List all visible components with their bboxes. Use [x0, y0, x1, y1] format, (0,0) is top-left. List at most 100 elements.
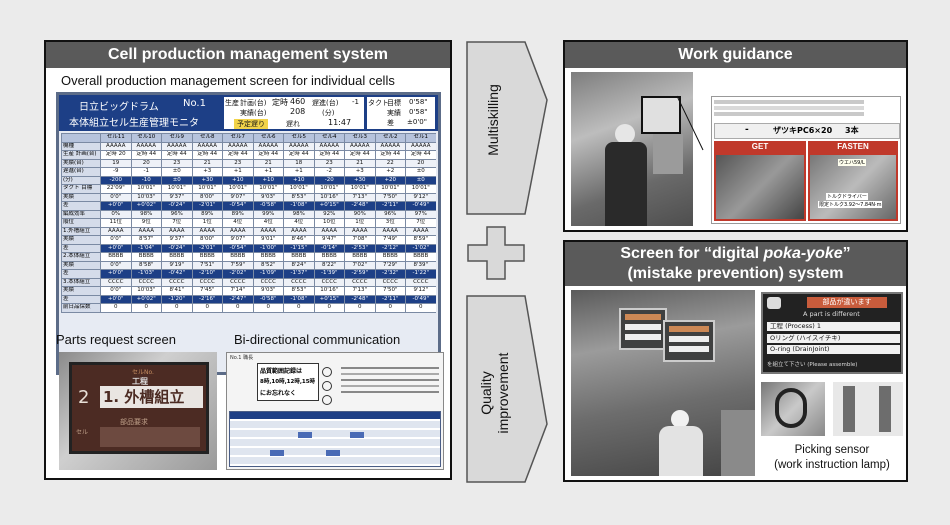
quality-line1: Quality	[478, 371, 494, 415]
table-cell: BBBB	[374, 252, 406, 262]
table-cell: 定時 44	[374, 150, 406, 160]
table-cell: AAAAA	[252, 141, 284, 151]
table-cell: 8'39"	[405, 260, 436, 270]
table-cell: 4位	[222, 218, 254, 228]
guidance-part-row: - ザツキPC6×20 3本	[714, 123, 900, 139]
table-cell: CCCC	[252, 277, 284, 287]
table-cell: 0'0"	[100, 192, 132, 202]
table-cell: -2'32"	[374, 269, 406, 279]
table-cell: +20	[374, 175, 406, 185]
table-cell: AAAA	[100, 226, 132, 236]
table-cell-header: セル2	[374, 133, 406, 143]
table-row-label: 機種	[61, 141, 101, 151]
table-cell: 89%	[222, 209, 254, 219]
table-cell: +0'02"	[130, 294, 162, 304]
table-cell-header: セル6	[252, 133, 284, 143]
plus-icon	[467, 226, 525, 280]
table-cell: 10'03"	[130, 286, 162, 296]
table-cell: 1位	[344, 218, 376, 228]
table-cell: 0	[344, 303, 376, 313]
table-corner	[61, 133, 101, 143]
table-cell: 7'45"	[191, 286, 223, 296]
table-cell: AAAA	[222, 226, 254, 236]
table-cell: BBBB	[161, 252, 193, 262]
table-cell: 8'46"	[283, 235, 315, 245]
table-cell: -2'48"	[344, 294, 376, 304]
table-cell: -2'11"	[374, 201, 406, 211]
table-cell: 定時 44	[161, 150, 193, 160]
table-cell: CCCC	[283, 277, 315, 287]
table-cell: AAAAA	[313, 141, 345, 151]
table-cell: -0'54"	[222, 243, 254, 253]
table-cell: BBBB	[344, 252, 376, 262]
table-cell: 8'24"	[283, 260, 315, 270]
table-cell: 99%	[252, 209, 284, 219]
table-cell: 7'51"	[191, 260, 223, 270]
monitor-tact-box: タクト 目標 0'58" 実績 0'58" 差 ±0'0"	[367, 97, 435, 129]
table-cell: -1'09"	[252, 269, 284, 279]
cell-production-title: Cell production management system	[46, 42, 450, 68]
table-cell: 22'09"	[100, 184, 132, 194]
table-cell: 10'01"	[405, 184, 436, 194]
table-cell: 8'52"	[252, 260, 284, 270]
table-cell: -1'04"	[130, 243, 162, 253]
table-cell: AAAA	[374, 226, 406, 236]
table-cell: 定時 44	[130, 150, 162, 160]
table-row-label: 差	[61, 294, 101, 304]
table-cell: 9'03"	[252, 192, 284, 202]
table-cell: 23	[222, 158, 254, 168]
table-cell: CCCC	[344, 277, 376, 287]
table-cell: 定時 20	[100, 150, 132, 160]
table-cell: AAAAA	[130, 141, 162, 151]
table-cell-header: セル1	[405, 133, 436, 143]
guidance-fasten: FASTEN ウエハ59/L トルクドライバー 限定トルク3.92〜7.84N·…	[808, 141, 898, 221]
table-cell: -200	[100, 175, 132, 185]
table-cell: 定時 44	[222, 150, 254, 160]
table-cell-header: セル10	[130, 133, 162, 143]
table-cell: 10'01"	[252, 184, 284, 194]
guidance-get: GET	[714, 141, 806, 221]
table-cell-header: セル5	[283, 133, 315, 143]
table-cell: +30	[344, 175, 376, 185]
table-cell: -2'48"	[344, 201, 376, 211]
table-cell: -0'49"	[405, 294, 436, 304]
parts-process-text: 1. 外槽組立	[100, 386, 203, 408]
table-cell: 0	[252, 303, 284, 313]
table-cell: 0	[130, 303, 162, 313]
table-cell: 定時 44	[252, 150, 284, 160]
table-cell: -1'00"	[252, 243, 284, 253]
production-monitor: 日立ビッグドラム No.1 本体組立セル生産管理モニタ 生産 計画(台) 定時 …	[56, 92, 441, 375]
table-cell: 4位	[283, 218, 315, 228]
table-cell: +10	[222, 175, 254, 185]
table-row-label: 実績	[61, 286, 101, 296]
table-cell: 9'01"	[252, 235, 284, 245]
table-cell: 0'0"	[100, 235, 132, 245]
table-cell: 10'01"	[374, 184, 406, 194]
table-cell: AAAA	[344, 226, 376, 236]
table-cell: 9'37"	[161, 192, 193, 202]
table-cell: -0'24"	[161, 201, 193, 211]
table-cell: 23	[161, 158, 193, 168]
poka-yoke-screen: 部品が違います A part is different 工程 (Process)…	[761, 292, 903, 374]
table-cell: 10'03"	[130, 192, 162, 202]
table-cell: 96%	[374, 209, 406, 219]
table-cell: -0'24"	[161, 243, 193, 253]
table-cell: 7'08"	[344, 235, 376, 245]
table-cell: 9'03"	[252, 286, 284, 296]
table-cell: BBBB	[222, 252, 254, 262]
table-cell: 定時 44	[405, 150, 436, 160]
table-cell: -1'39"	[313, 269, 345, 279]
table-cell-header: セル3	[344, 133, 376, 143]
table-cell: -2'53"	[344, 243, 376, 253]
table-cell: 20	[130, 158, 162, 168]
table-cell: 0	[222, 303, 254, 313]
table-cell: 8'53"	[283, 192, 315, 202]
quality-text: Quality improvement	[478, 328, 512, 458]
table-row-label: 実績	[61, 235, 101, 245]
